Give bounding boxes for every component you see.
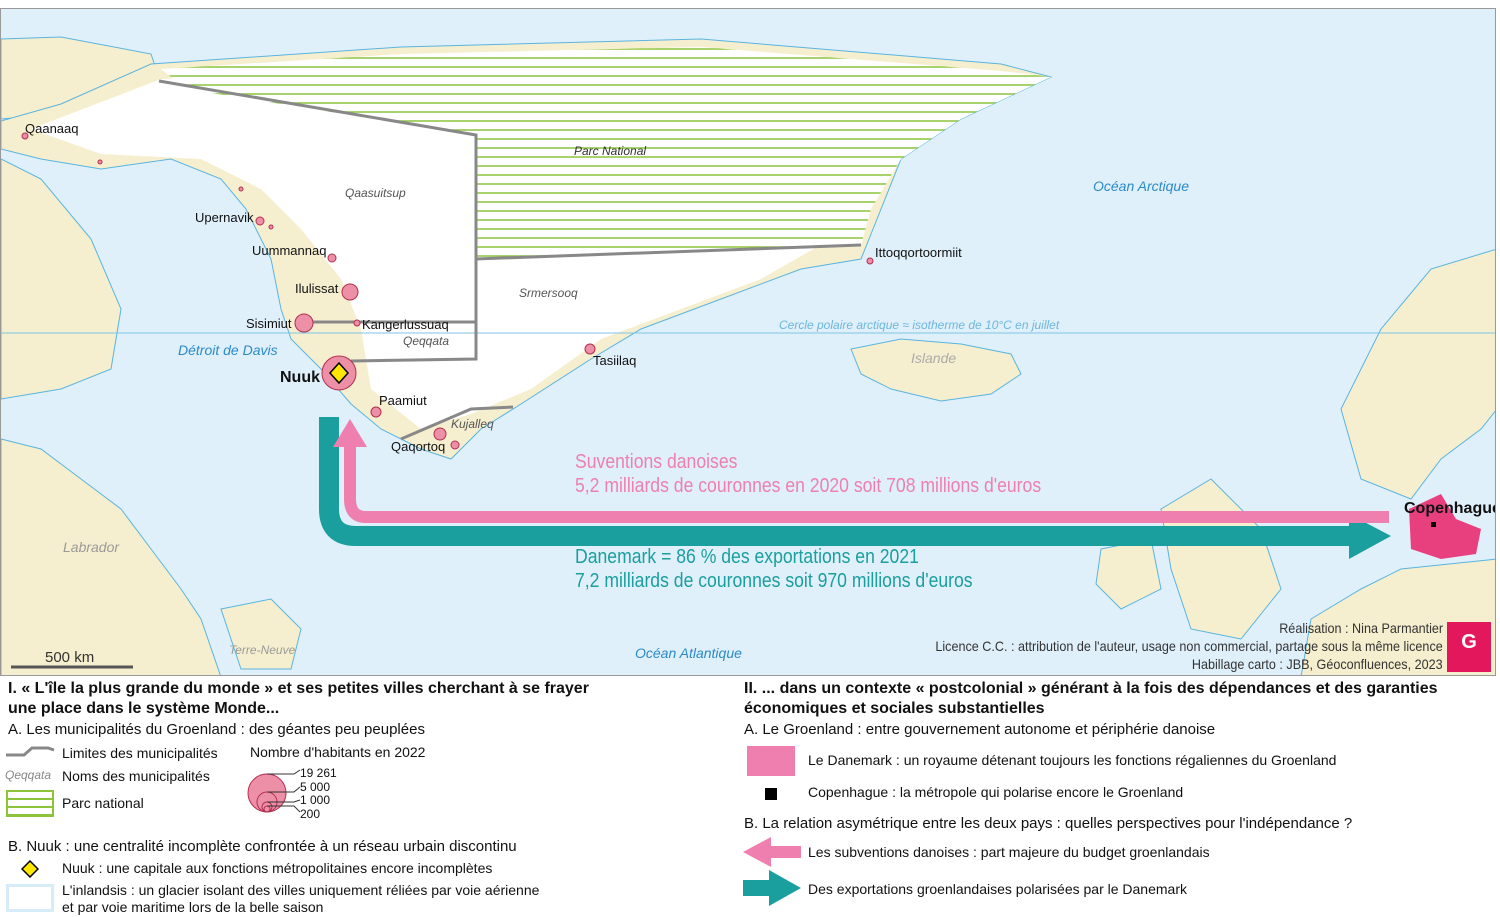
credit-licence: Licence C.C. : attribution de l'auteur, … xyxy=(935,638,1443,654)
sea-label: Océan Atlantique xyxy=(635,645,742,661)
land-ireland xyxy=(1095,538,1162,610)
municipal-limits xyxy=(158,79,862,441)
land-labrador xyxy=(1,438,221,675)
subsidies-legend-arrow-icon xyxy=(743,837,801,867)
legend-part2-title: II. ... dans un contexte « postcolonial … xyxy=(744,680,1438,717)
denmark-legend-swatch xyxy=(747,746,795,776)
sea-label: Détroit de Davis xyxy=(178,342,278,358)
exports-legend-arrow-icon xyxy=(743,870,801,906)
park-legend-icon xyxy=(6,790,54,817)
nuuk-capital-icon xyxy=(328,361,350,385)
city-label: Qaanaaq xyxy=(25,121,79,136)
municipality-label: Qeqqata xyxy=(403,334,450,348)
exports-arrow xyxy=(319,417,1351,546)
pop-value: 200 xyxy=(300,807,321,821)
city-label: Qaqortoq xyxy=(391,439,446,454)
land-scandinavia xyxy=(1340,249,1495,500)
legend-part1-b: B. Nuuk : une centralité incomplète conf… xyxy=(8,838,517,855)
subsidies-arrow xyxy=(344,445,1389,523)
limits-legend-icon xyxy=(6,746,55,757)
city-label: Ittoqqortoormiit xyxy=(875,245,962,260)
municipality-label: Qaasuitsup xyxy=(345,186,406,200)
legend-park: Parc national xyxy=(62,795,144,811)
legend-nuuk: Nuuk : une capitale aux fonctions métrop… xyxy=(62,860,493,876)
legend-subsidies: Les subventions danoises : part majeure … xyxy=(808,844,1210,860)
population-circles-icon xyxy=(247,769,301,813)
city-label: Kangerlussuaq xyxy=(362,317,449,332)
legend-names: Noms des municipalités xyxy=(62,768,210,784)
land-baffin xyxy=(1,158,122,400)
legend-exports: Des exportations groenlandaises polarisé… xyxy=(808,881,1187,897)
place-label: Terre-Neuve xyxy=(229,643,296,657)
place-label: Labrador xyxy=(63,539,120,555)
pop-value: 19 261 xyxy=(300,766,337,780)
city-label-nuuk: Nuuk xyxy=(280,369,320,386)
legend-ice-1: L'inlandsis : un glacier isolant des vil… xyxy=(62,882,540,898)
exports-detail: 7,2 milliards de couronnes soit 970 mill… xyxy=(575,570,973,592)
exports-arrowhead xyxy=(1349,514,1391,559)
subsidies-detail: 5,2 milliards de couronnes en 2020 soit … xyxy=(575,475,1042,497)
geoconfluences-logo: G xyxy=(1447,622,1491,672)
nuuk-legend-icon xyxy=(21,860,39,878)
inlandsis-legend-icon xyxy=(6,884,54,912)
land-continent xyxy=(1300,558,1495,675)
city-label: Tasiilaq xyxy=(593,353,637,368)
copenhagen-marker xyxy=(1431,522,1436,527)
legend-denmark: Le Danemark : un royaume détenant toujou… xyxy=(808,752,1337,768)
legend-copenhagen: Copenhague : la métropole qui polarise e… xyxy=(808,784,1184,800)
city-label: Sisimiut xyxy=(246,316,292,331)
credit-author: Réalisation : Nina Parmantier xyxy=(1279,620,1443,636)
park-label: Parc National xyxy=(574,144,647,158)
city-label: Ilulissat xyxy=(295,281,339,296)
exports-title: Danemark = 86 % des exportations en 2021 xyxy=(575,546,919,568)
legend-pop-title: Nombre d'habitants en 2022 xyxy=(250,744,426,760)
legend-part1-a: A. Les municipalités du Groenland : des … xyxy=(8,721,425,738)
place-label: Islande xyxy=(911,350,957,366)
national-park xyxy=(161,47,1051,259)
city-label-copenhague: Copenhague xyxy=(1404,500,1496,517)
subsidies-title: Suventions danoises xyxy=(575,451,738,473)
pop-value: 1 000 xyxy=(300,793,331,807)
copenhagen-legend-icon xyxy=(765,788,777,800)
municipality-label: Srmersooq xyxy=(519,286,578,300)
city-label: Paamiut xyxy=(379,393,427,408)
legend-part2-a: A. Le Groenland : entre gouvernement aut… xyxy=(744,721,1216,738)
city-label: Upernavik xyxy=(195,210,254,225)
sea-label: Océan Arctique xyxy=(1093,178,1189,194)
legend-part1-title: I. « L'île la plus grande du monde » et … xyxy=(8,680,589,717)
land-iceland xyxy=(850,338,1022,402)
legend-part2-b: B. La relation asymétrique entre les deu… xyxy=(744,815,1353,832)
city-label: Uummannaq xyxy=(252,243,327,258)
subsidies-arrowhead xyxy=(333,419,367,447)
legend-limits: Limites des municipalités xyxy=(62,745,218,761)
land-denmark xyxy=(1409,494,1481,559)
credit-habillage: Habillage carto : JBB, Géoconfluences, 2… xyxy=(1192,656,1443,672)
land-uk xyxy=(1160,478,1282,640)
legend-names-sample: Qeqqata xyxy=(5,768,52,782)
polar-circle-label: Cercle polaire arctique ≈ isotherme de 1… xyxy=(779,318,1060,332)
legend-ice-2: et par voie maritime lors de la belle sa… xyxy=(62,899,324,915)
scale-label: 500 km xyxy=(45,649,95,666)
map-canvas xyxy=(1,36,1495,675)
land-newfoundland xyxy=(220,598,302,670)
map: Qaanaaq Upernavik Uummannaq Ilulissat Si… xyxy=(0,8,1496,676)
municipality-label: Kujalleq xyxy=(451,417,494,431)
pop-value: 5 000 xyxy=(300,780,331,794)
